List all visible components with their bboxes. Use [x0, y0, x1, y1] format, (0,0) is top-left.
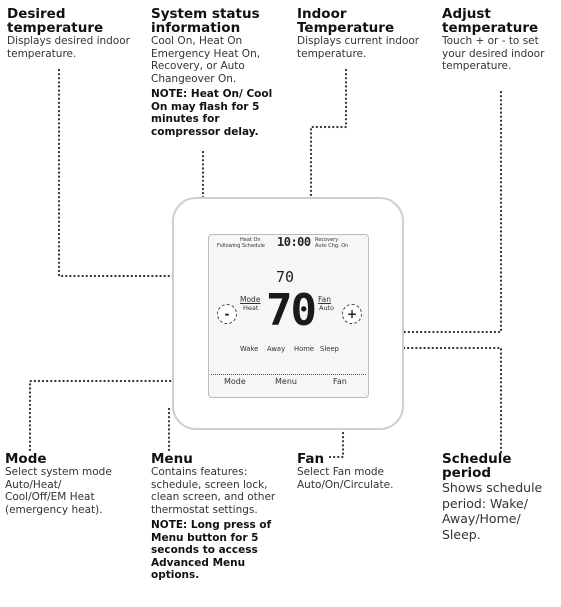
- callout-desc: Displays desired indoor temperature.: [7, 35, 130, 60]
- fan-label: Fan: [318, 295, 331, 304]
- callout-schedule-period: Schedule period Shows schedule period: W…: [442, 452, 560, 542]
- fan-button[interactable]: Fan: [333, 377, 347, 386]
- indoor-temperature-display: 70: [266, 285, 317, 336]
- callout-mode: Mode Select system mode Auto/Heat/ Cool/…: [5, 452, 125, 516]
- decrease-temperature-button[interactable]: -: [217, 304, 237, 324]
- recovery-indicator: Recovery: [315, 237, 339, 243]
- callout-title: System status information: [151, 6, 260, 36]
- increase-temperature-button[interactable]: +: [342, 304, 362, 324]
- callout-menu: Menu Contains features: schedule, screen…: [151, 452, 279, 582]
- mode-value: Heat: [243, 304, 259, 312]
- schedule-period-home: Home: [294, 345, 315, 353]
- callout-desc: Shows schedule period: Wake/ Away/Home/ …: [442, 480, 543, 542]
- following-schedule-indicator: Following Schedule: [217, 243, 265, 249]
- leader-mode: [28, 379, 224, 452]
- callout-title: Schedule period: [442, 451, 512, 481]
- callout-title: Fan: [297, 451, 325, 467]
- mode-label: Mode: [240, 295, 261, 304]
- callout-desired-temperature: Desired temperature Displays desired ind…: [7, 7, 137, 60]
- fan-value: Auto: [319, 304, 335, 312]
- callout-desc: Contains features: schedule, screen lock…: [151, 466, 276, 516]
- callout-desc: Displays current indoor temperature.: [297, 35, 420, 60]
- clock-display: 10:00: [277, 235, 311, 249]
- callout-title: Indoor Temperature: [297, 6, 395, 36]
- schedule-period-away: Away: [267, 345, 286, 353]
- callout-desc: Touch + or - to set your desired indoor …: [442, 35, 545, 72]
- callout-title: Menu: [151, 451, 193, 467]
- callout-desc: Cool On, Heat On Emergency Heat On, Reco…: [151, 35, 261, 85]
- callout-title: Mode: [5, 451, 47, 467]
- setpoint-display: 70: [276, 268, 295, 286]
- softkey-divider: [211, 374, 366, 375]
- mode-button[interactable]: Mode: [224, 377, 246, 386]
- callout-adjust-temperature: Adjust temperature Touch + or - to set y…: [442, 7, 557, 73]
- schedule-period-wake: Wake: [240, 345, 259, 353]
- callout-desc: Select Fan mode Auto/On/Circulate.: [297, 466, 394, 491]
- callout-system-status: System status information Cool On, Heat …: [151, 7, 279, 138]
- callout-fan: Fan Select Fan mode Auto/On/Circulate.: [297, 452, 422, 491]
- callout-desc: Select system mode Auto/Heat/ Cool/Off/E…: [5, 466, 112, 516]
- auto-changeover-indicator: Auto Chg. On: [315, 243, 349, 249]
- callout-note: NOTE: Heat On/ Cool On may flash for 5 m…: [151, 88, 273, 138]
- menu-button[interactable]: Menu: [275, 377, 297, 386]
- schedule-period-sleep: Sleep: [320, 345, 339, 353]
- callout-note: NOTE: Long press of Menu button for 5 se…: [151, 519, 272, 581]
- callout-title: Desired temperature: [7, 6, 104, 36]
- callout-indoor-temperature: Indoor Temperature Displays current indo…: [297, 7, 422, 60]
- heat-on-indicator: Heat On: [240, 237, 261, 243]
- callout-title: Adjust temperature: [442, 6, 539, 36]
